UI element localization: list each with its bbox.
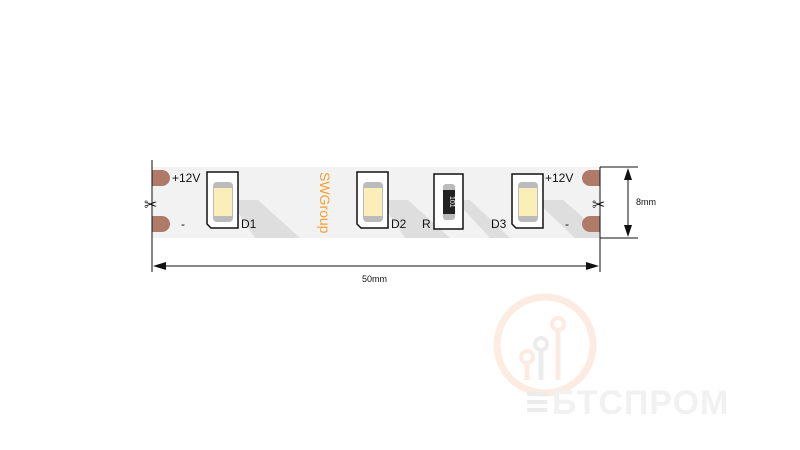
- left-plus-label: +12V: [172, 171, 200, 185]
- resistor: [433, 173, 464, 230]
- led-d3-label: D3: [491, 217, 507, 231]
- right-minus-label: -: [565, 217, 569, 231]
- scissors-icon-left: ✂: [144, 195, 157, 214]
- length-dimension: [153, 262, 599, 270]
- width-label: 8mm: [636, 197, 656, 207]
- solder-pads: [152, 170, 600, 232]
- component-shadows: [230, 200, 600, 238]
- watermark-logo: БТСПРОМ: [493, 293, 729, 422]
- left-minus-label: -: [181, 217, 185, 231]
- brand-on-strip: SWGroup: [317, 172, 333, 234]
- right-plus-label: +12V: [545, 171, 573, 185]
- length-label: 50mm: [362, 274, 387, 284]
- led-d2-label: D2: [391, 217, 407, 231]
- led-d1: [206, 171, 239, 229]
- scissors-icon-right: ✂: [592, 195, 605, 214]
- resistor-code: 101: [448, 196, 455, 208]
- led-d1-label: D1: [241, 217, 257, 231]
- led-d3: [511, 173, 544, 229]
- width-dimension: [600, 166, 638, 239]
- resistor-label: R: [422, 217, 431, 231]
- watermark-text: БТСПРОМ: [552, 384, 729, 422]
- led-d2: [356, 171, 389, 229]
